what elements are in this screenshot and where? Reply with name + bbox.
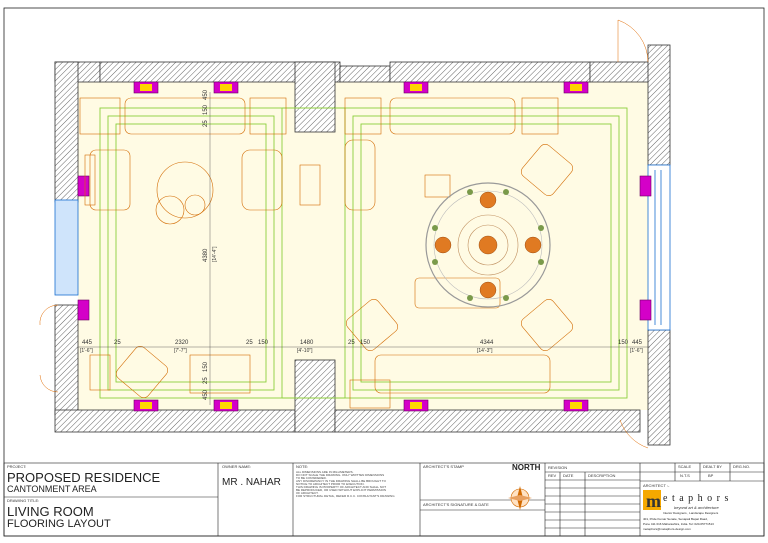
dim-150-a: 150 (258, 340, 269, 346)
scale-label: SCALE (678, 464, 692, 469)
architect-label: ARCHITECT :- (643, 483, 670, 488)
drawing-label: DRAWING TITLE: (7, 498, 40, 503)
architect-stamp-label: ARCHITECT'S STAMP (423, 464, 464, 469)
note-line: FOR STRUCTURAL DETAIL, REFER R.C.C. CONS… (296, 494, 395, 498)
dealt-label: DEALT BY (703, 464, 722, 469)
scale-value: N.T.S (680, 473, 690, 478)
firm-services: Interior Designers , Landscape Designers (663, 511, 719, 515)
project-label: PROJECT: (7, 464, 27, 469)
dim-150-c: 150 (618, 340, 629, 346)
dim-150-b: 150 (360, 340, 371, 346)
dealt-value: BP (708, 473, 714, 478)
walls (54, 44, 671, 446)
dim-445-right-ft: [1'-6"] (630, 348, 643, 354)
dim-4380-ft: [14'-4"] (212, 246, 218, 262)
dim-450-top: 450 (203, 89, 209, 100)
firm-address-2: Pune 411 016 Maharashtra, India. Tel: 02… (643, 522, 714, 526)
dim-150-v2: 150 (203, 361, 209, 372)
dim-445-left: 445 (82, 340, 93, 346)
revision-label: REVISION (548, 465, 568, 470)
firm-address-1: 401, Pride Kumar Senate, Senapati Bapat … (643, 517, 708, 521)
door-swings (39, 19, 649, 449)
firm-logo: m (643, 490, 661, 511)
floor-medallion (425, 182, 551, 308)
note-line: THIS DRAWING IS PROPERTY OF ARCHITECT AN… (296, 485, 387, 489)
revision-col-no: REV (548, 473, 557, 478)
dim-4380: 4380 (203, 248, 209, 262)
note-line: OF ARCHITECT. (296, 491, 319, 495)
dim-1480: 1480 (300, 340, 314, 346)
project-area: CANTONMENT AREA (7, 484, 97, 494)
dim-2320: 2320 (175, 340, 189, 346)
dim-25-v2: 25 (203, 377, 209, 384)
title-block (3, 462, 765, 537)
note-label: NOTE: (296, 464, 309, 469)
dim-445-left-ft: [1'-6"] (80, 348, 93, 354)
dim-150-v: 150 (203, 104, 209, 115)
dim-1480-ft: [4'-10"] (297, 348, 313, 354)
revision-col-date: DATE (563, 473, 574, 478)
revision-col-desc: DESCRIPTION (588, 473, 616, 478)
firm-name: e t a p h o r s (663, 493, 730, 504)
project-name: PROPOSED RESIDENCE (7, 470, 161, 485)
north-label: NORTH (512, 463, 541, 472)
north-compass-icon (508, 486, 532, 510)
dimension-lines (78, 92, 650, 405)
note-line: BE REPRODUCED, OR USED WITHOUT EXPLICIT … (296, 488, 387, 492)
note-line: DO NOT SCALE THE DRAWING. ONLY WRITTEN D… (296, 473, 385, 477)
dim-2320-ft: [7'-7"] (174, 348, 187, 354)
owner-name: MR . NAHAR (222, 477, 281, 488)
dim-25-b: 25 (246, 340, 253, 346)
drawing-number-label: DRG.NO. (733, 464, 751, 469)
flooring-borders (99, 107, 628, 399)
note-line: TO BE CONSIDERED. (296, 476, 327, 480)
firm-contact: metaphors@metaphors-design.com (643, 527, 691, 531)
svg-text:m: m (646, 491, 661, 511)
note-lines: ALL DIMENSIONS ARE IN MILLIMETERS. DO NO… (296, 471, 418, 498)
dim-25-c: 25 (348, 340, 355, 346)
note-line: ANY DISCREPANCY IN THE DRAWING SHALL BE … (296, 479, 386, 483)
firm-tagline: beyond art & architecture (674, 505, 719, 510)
owner-label: OWNER NAME: (222, 464, 252, 469)
dimension-labels: 445 [1'-6"] 25 2320 [7'-7"] 150 25 1480 … (80, 89, 643, 400)
dim-4344-ft: [14'-3"] (477, 348, 493, 354)
room-floor (78, 82, 648, 410)
note-line: ALL DIMENSIONS ARE IN MILLIMETERS. (296, 470, 354, 474)
drawing-subtitle: FLOORING LAYOUT (7, 518, 111, 530)
note-line: NOTICE TO ARCHITECT PRIOR TO EXECUTION. (296, 482, 365, 486)
architect-signature-label: ARCHITECT'S SIGNATURE & DATE (423, 502, 489, 507)
dim-25-a: 25 (114, 340, 121, 346)
dim-4344: 4344 (480, 340, 494, 346)
dim-445-right: 445 (632, 340, 643, 346)
furniture (79, 97, 574, 409)
drawing-title: LIVING ROOM (7, 504, 94, 519)
dim-25-v: 25 (203, 120, 209, 127)
dim-450-bottom: 450 (203, 389, 209, 400)
windows (54, 164, 671, 331)
